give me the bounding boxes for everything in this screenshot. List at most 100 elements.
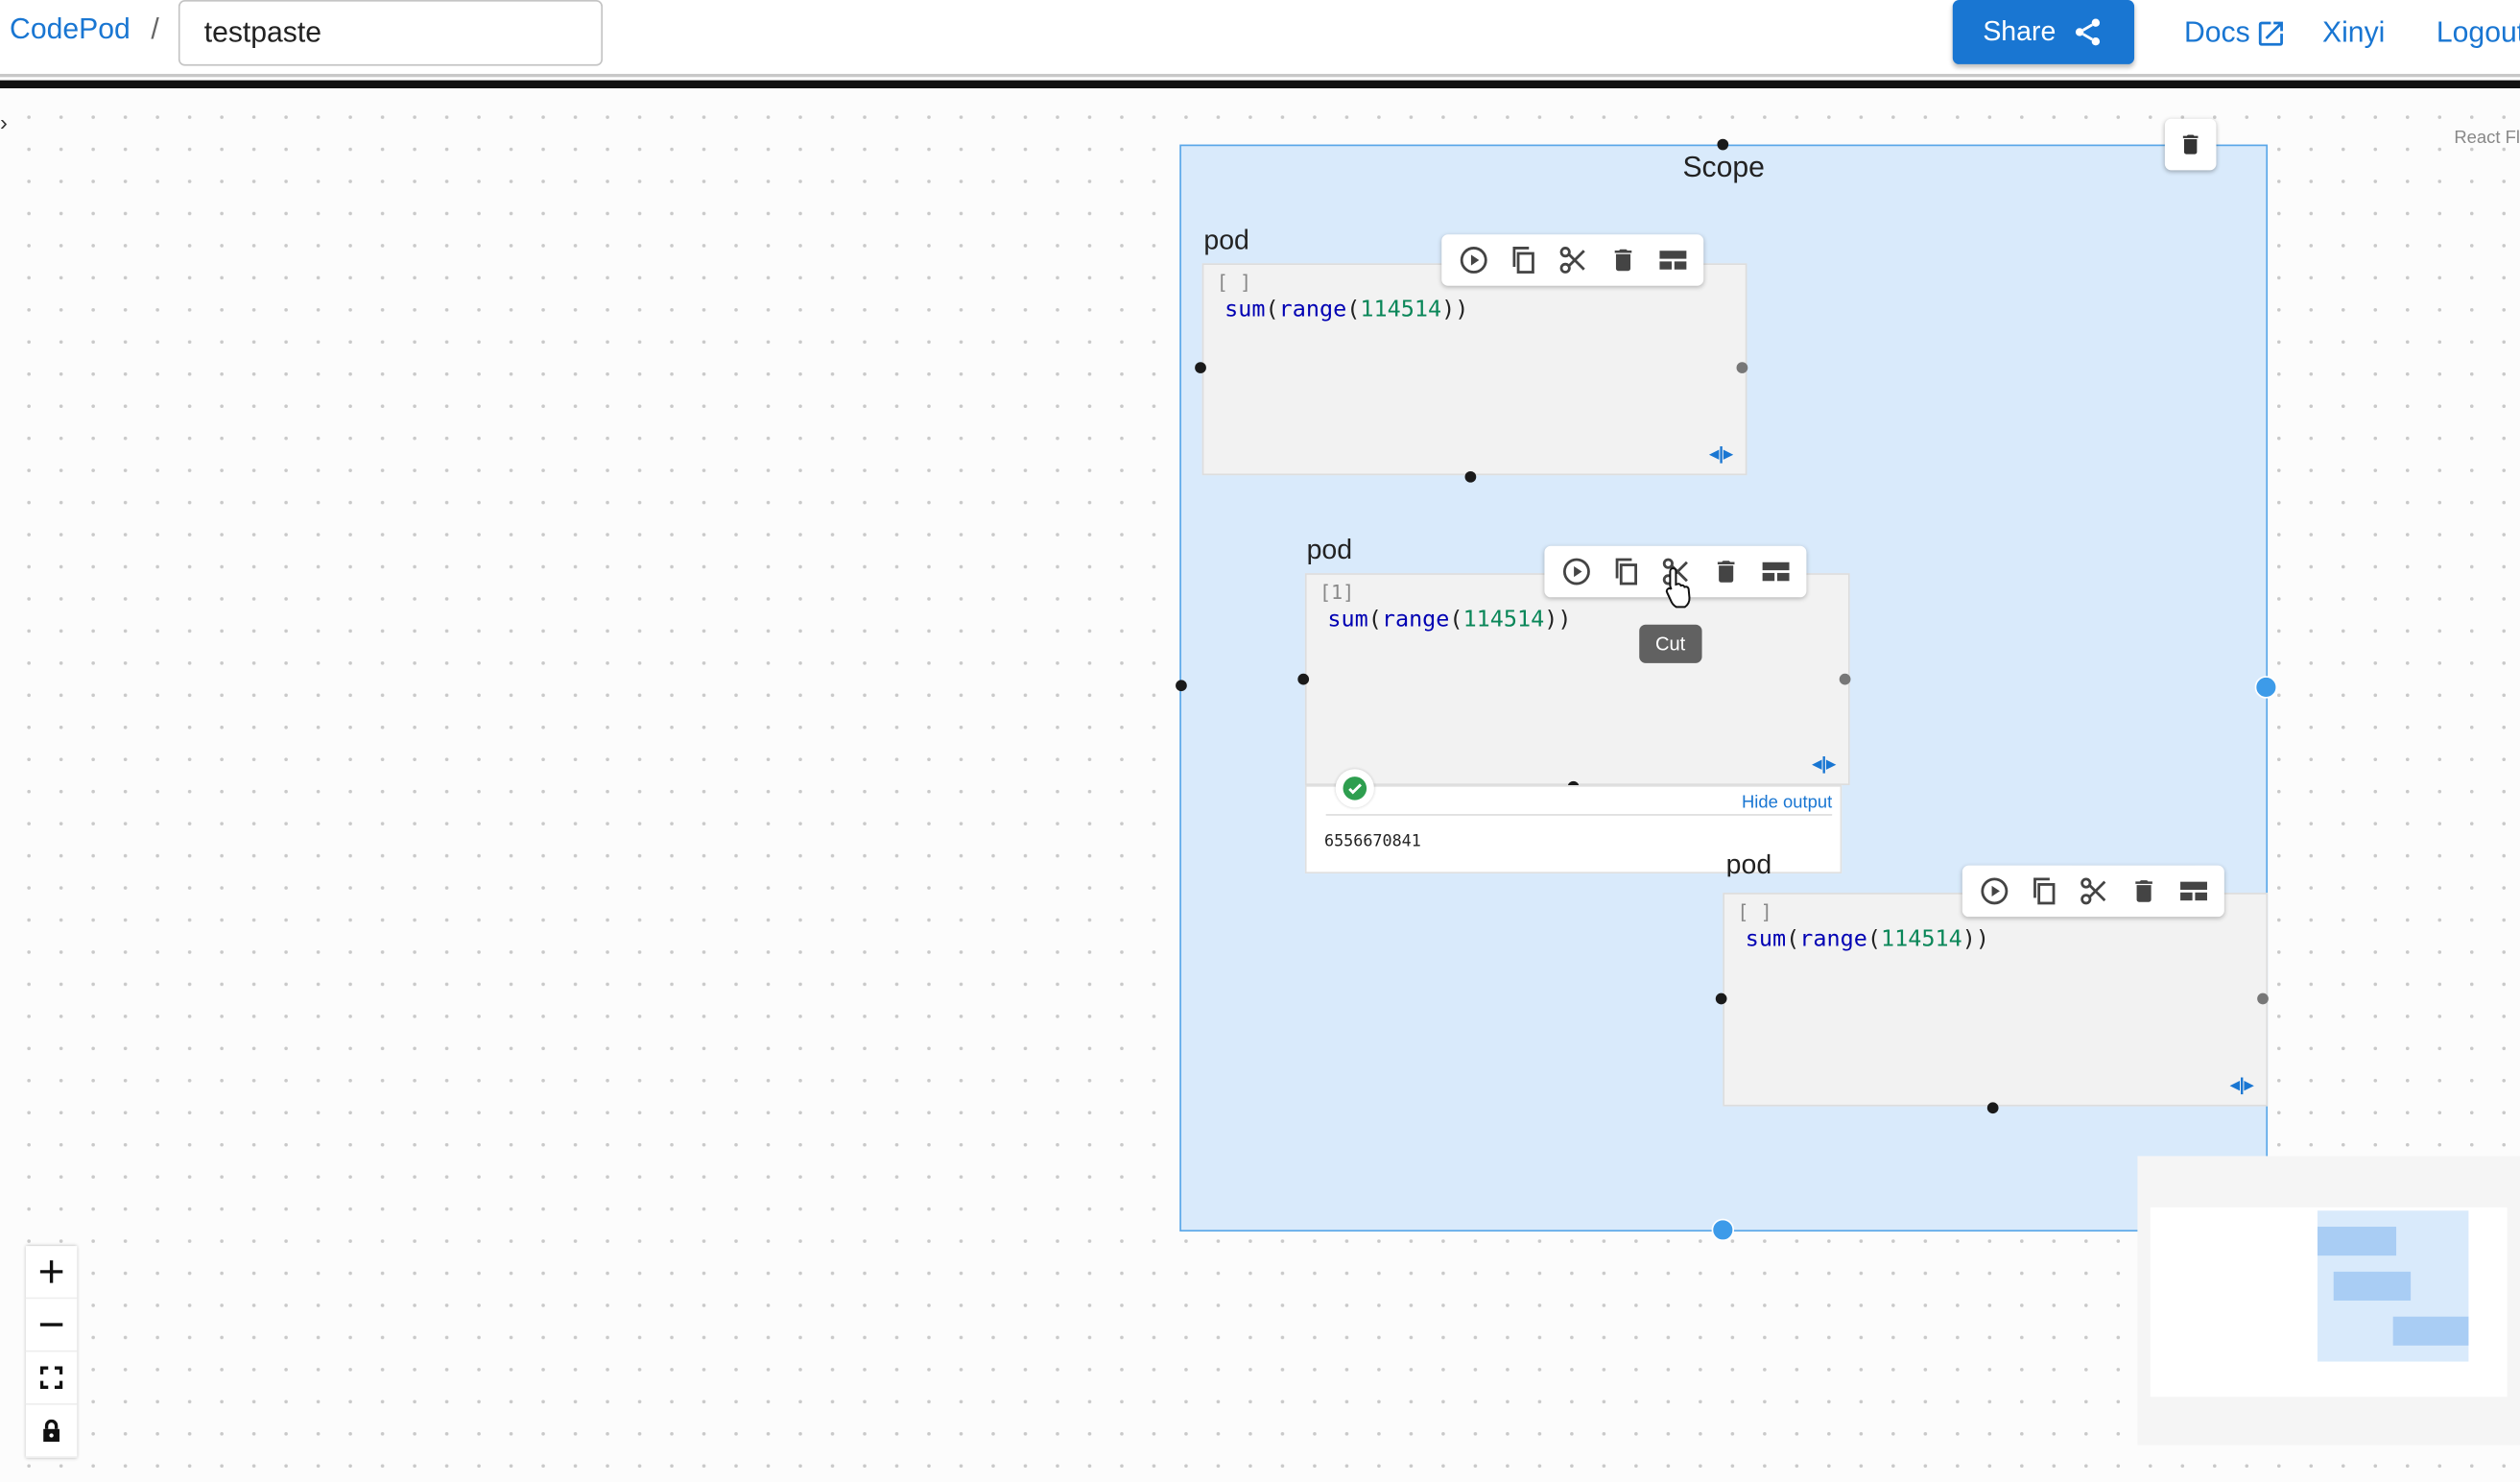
copy-button[interactable] xyxy=(1601,546,1651,598)
play-circle-icon xyxy=(1562,558,1590,586)
external-link-icon xyxy=(2258,20,2283,45)
delete-button[interactable] xyxy=(1700,546,1750,598)
code-token: range xyxy=(1799,926,1867,952)
zoom-in-button[interactable] xyxy=(25,1246,78,1300)
pod-handle-right[interactable] xyxy=(1736,362,1748,373)
pod-handle-left[interactable] xyxy=(1195,362,1206,373)
scope-handle-right[interactable] xyxy=(2254,676,2278,699)
user-link[interactable]: Xinyi xyxy=(2321,15,2386,49)
code-token: range xyxy=(1278,297,1347,323)
run-button[interactable] xyxy=(1969,866,2019,918)
share-button[interactable]: Share xyxy=(1952,0,2135,64)
scope-delete-button[interactable] xyxy=(2164,118,2217,171)
code-token: ( xyxy=(1866,926,1881,952)
trash-icon xyxy=(1717,561,1734,583)
check-circle-icon xyxy=(1343,777,1367,801)
code-token: sum xyxy=(1224,297,1266,323)
cut-tooltip: Cut xyxy=(1639,624,1702,663)
logout-link[interactable]: Logout xyxy=(2436,15,2520,49)
pod-handle-bottom[interactable] xyxy=(1986,1102,1999,1114)
copy-icon xyxy=(1614,558,1637,586)
react-flow-attribution[interactable]: React Fl xyxy=(2454,128,2520,148)
pod-label-text: pod xyxy=(1725,853,1772,877)
execution-count: [ ] xyxy=(1737,900,1772,923)
code-token: 114514 xyxy=(1880,926,1962,952)
code-token: ( xyxy=(1367,607,1382,633)
plus-icon xyxy=(39,1260,63,1283)
code-token: range xyxy=(1381,607,1450,633)
pod-handle-right[interactable] xyxy=(2257,992,2269,1005)
layout-button[interactable] xyxy=(1648,234,1698,286)
minimap[interactable] xyxy=(2137,1156,2520,1446)
hand-pointer-icon xyxy=(1665,567,1691,609)
code-editor[interactable]: sum(range(114514)) xyxy=(1746,926,1989,952)
cut-button[interactable] xyxy=(1548,234,1598,286)
resize-handle-icon[interactable]: ◂|▸ xyxy=(1812,754,1836,775)
pod-toolbar xyxy=(1961,865,2224,918)
trash-icon xyxy=(1613,249,1631,272)
scope-handle-top[interactable] xyxy=(1717,138,1729,151)
execution-count: [ ] xyxy=(1216,271,1252,295)
brand-link[interactable]: CodePod xyxy=(10,12,131,45)
code-token: sum xyxy=(1745,926,1787,952)
hide-output-button[interactable]: Hide output xyxy=(1741,793,1833,813)
scissors-icon xyxy=(2080,877,2105,905)
copy-icon xyxy=(1511,247,1533,274)
pod-card[interactable]: [ ] sum(range(114514)) ◂|▸ xyxy=(1201,263,1747,476)
docs-link[interactable]: Docs xyxy=(2184,16,2287,50)
code-token: ( xyxy=(1786,926,1800,952)
delete-button[interactable] xyxy=(2118,866,2168,918)
pod-label: pod xyxy=(1726,854,1772,876)
pod-handle-left[interactable] xyxy=(1715,992,1727,1005)
breadcrumb-separator: / xyxy=(151,12,159,45)
code-token: )) xyxy=(1441,297,1469,323)
minimap-pod xyxy=(2317,1227,2397,1256)
trash-icon xyxy=(2182,134,2199,155)
run-button[interactable] xyxy=(1448,234,1498,286)
pod-handle-bottom[interactable] xyxy=(1464,470,1477,483)
output-value: 6556670841 xyxy=(1323,833,1421,851)
zoom-out-button[interactable] xyxy=(25,1299,78,1352)
copy-button[interactable] xyxy=(2018,866,2068,918)
repo-title-input[interactable] xyxy=(178,0,604,66)
layout-button[interactable] xyxy=(2168,866,2218,918)
minimap-pod xyxy=(2392,1316,2469,1346)
code-token: ( xyxy=(1449,607,1463,633)
scope-title[interactable]: Scope xyxy=(1682,151,1765,183)
pod-handle-left[interactable] xyxy=(1297,673,1310,685)
pod-output: Hide output 6556670841 xyxy=(1304,785,1842,874)
code-token: sum xyxy=(1327,607,1368,633)
pod-card[interactable]: [ ] sum(range(114514)) ◂|▸ xyxy=(1723,893,2269,1107)
copy-button[interactable] xyxy=(1498,234,1548,286)
scissors-icon xyxy=(1558,247,1584,274)
success-status xyxy=(1335,769,1374,808)
pod-label: pod xyxy=(1203,225,1249,255)
output-divider xyxy=(1325,814,1833,816)
code-editor[interactable]: sum(range(114514)) xyxy=(1327,607,1571,633)
scope-handle-left[interactable] xyxy=(1176,680,1187,692)
layout-icon xyxy=(1658,251,1686,270)
sidebar-toggle-icon[interactable]: › xyxy=(0,108,8,135)
code-token: ( xyxy=(1346,297,1361,323)
delete-button[interactable] xyxy=(1598,234,1648,286)
code-token: )) xyxy=(1544,607,1572,633)
pod-card[interactable]: [1] sum(range(114514)) ◂|▸ xyxy=(1304,573,1850,786)
cut-button[interactable] xyxy=(2068,866,2118,918)
code-editor[interactable]: sum(range(114514)) xyxy=(1224,297,1468,323)
pod-handle-right[interactable] xyxy=(1839,673,1851,685)
resize-handle-icon[interactable]: ◂|▸ xyxy=(1709,444,1733,465)
lock-button[interactable] xyxy=(25,1405,78,1458)
fit-view-button[interactable] xyxy=(25,1352,78,1405)
code-token: 114514 xyxy=(1360,297,1442,323)
layout-button[interactable] xyxy=(1750,546,1800,598)
pod-toolbar xyxy=(1441,234,1704,286)
resize-handle-icon[interactable]: ◂|▸ xyxy=(2230,1075,2253,1095)
scope-handle-bottom[interactable] xyxy=(1711,1218,1735,1242)
run-button[interactable] xyxy=(1551,546,1601,598)
play-circle-icon xyxy=(1459,247,1486,274)
layout-icon xyxy=(2179,881,2207,901)
pod-label: pod xyxy=(1306,535,1353,565)
code-token: ( xyxy=(1265,297,1279,323)
lock-icon xyxy=(43,1419,59,1443)
execution-count: [1] xyxy=(1319,581,1355,604)
